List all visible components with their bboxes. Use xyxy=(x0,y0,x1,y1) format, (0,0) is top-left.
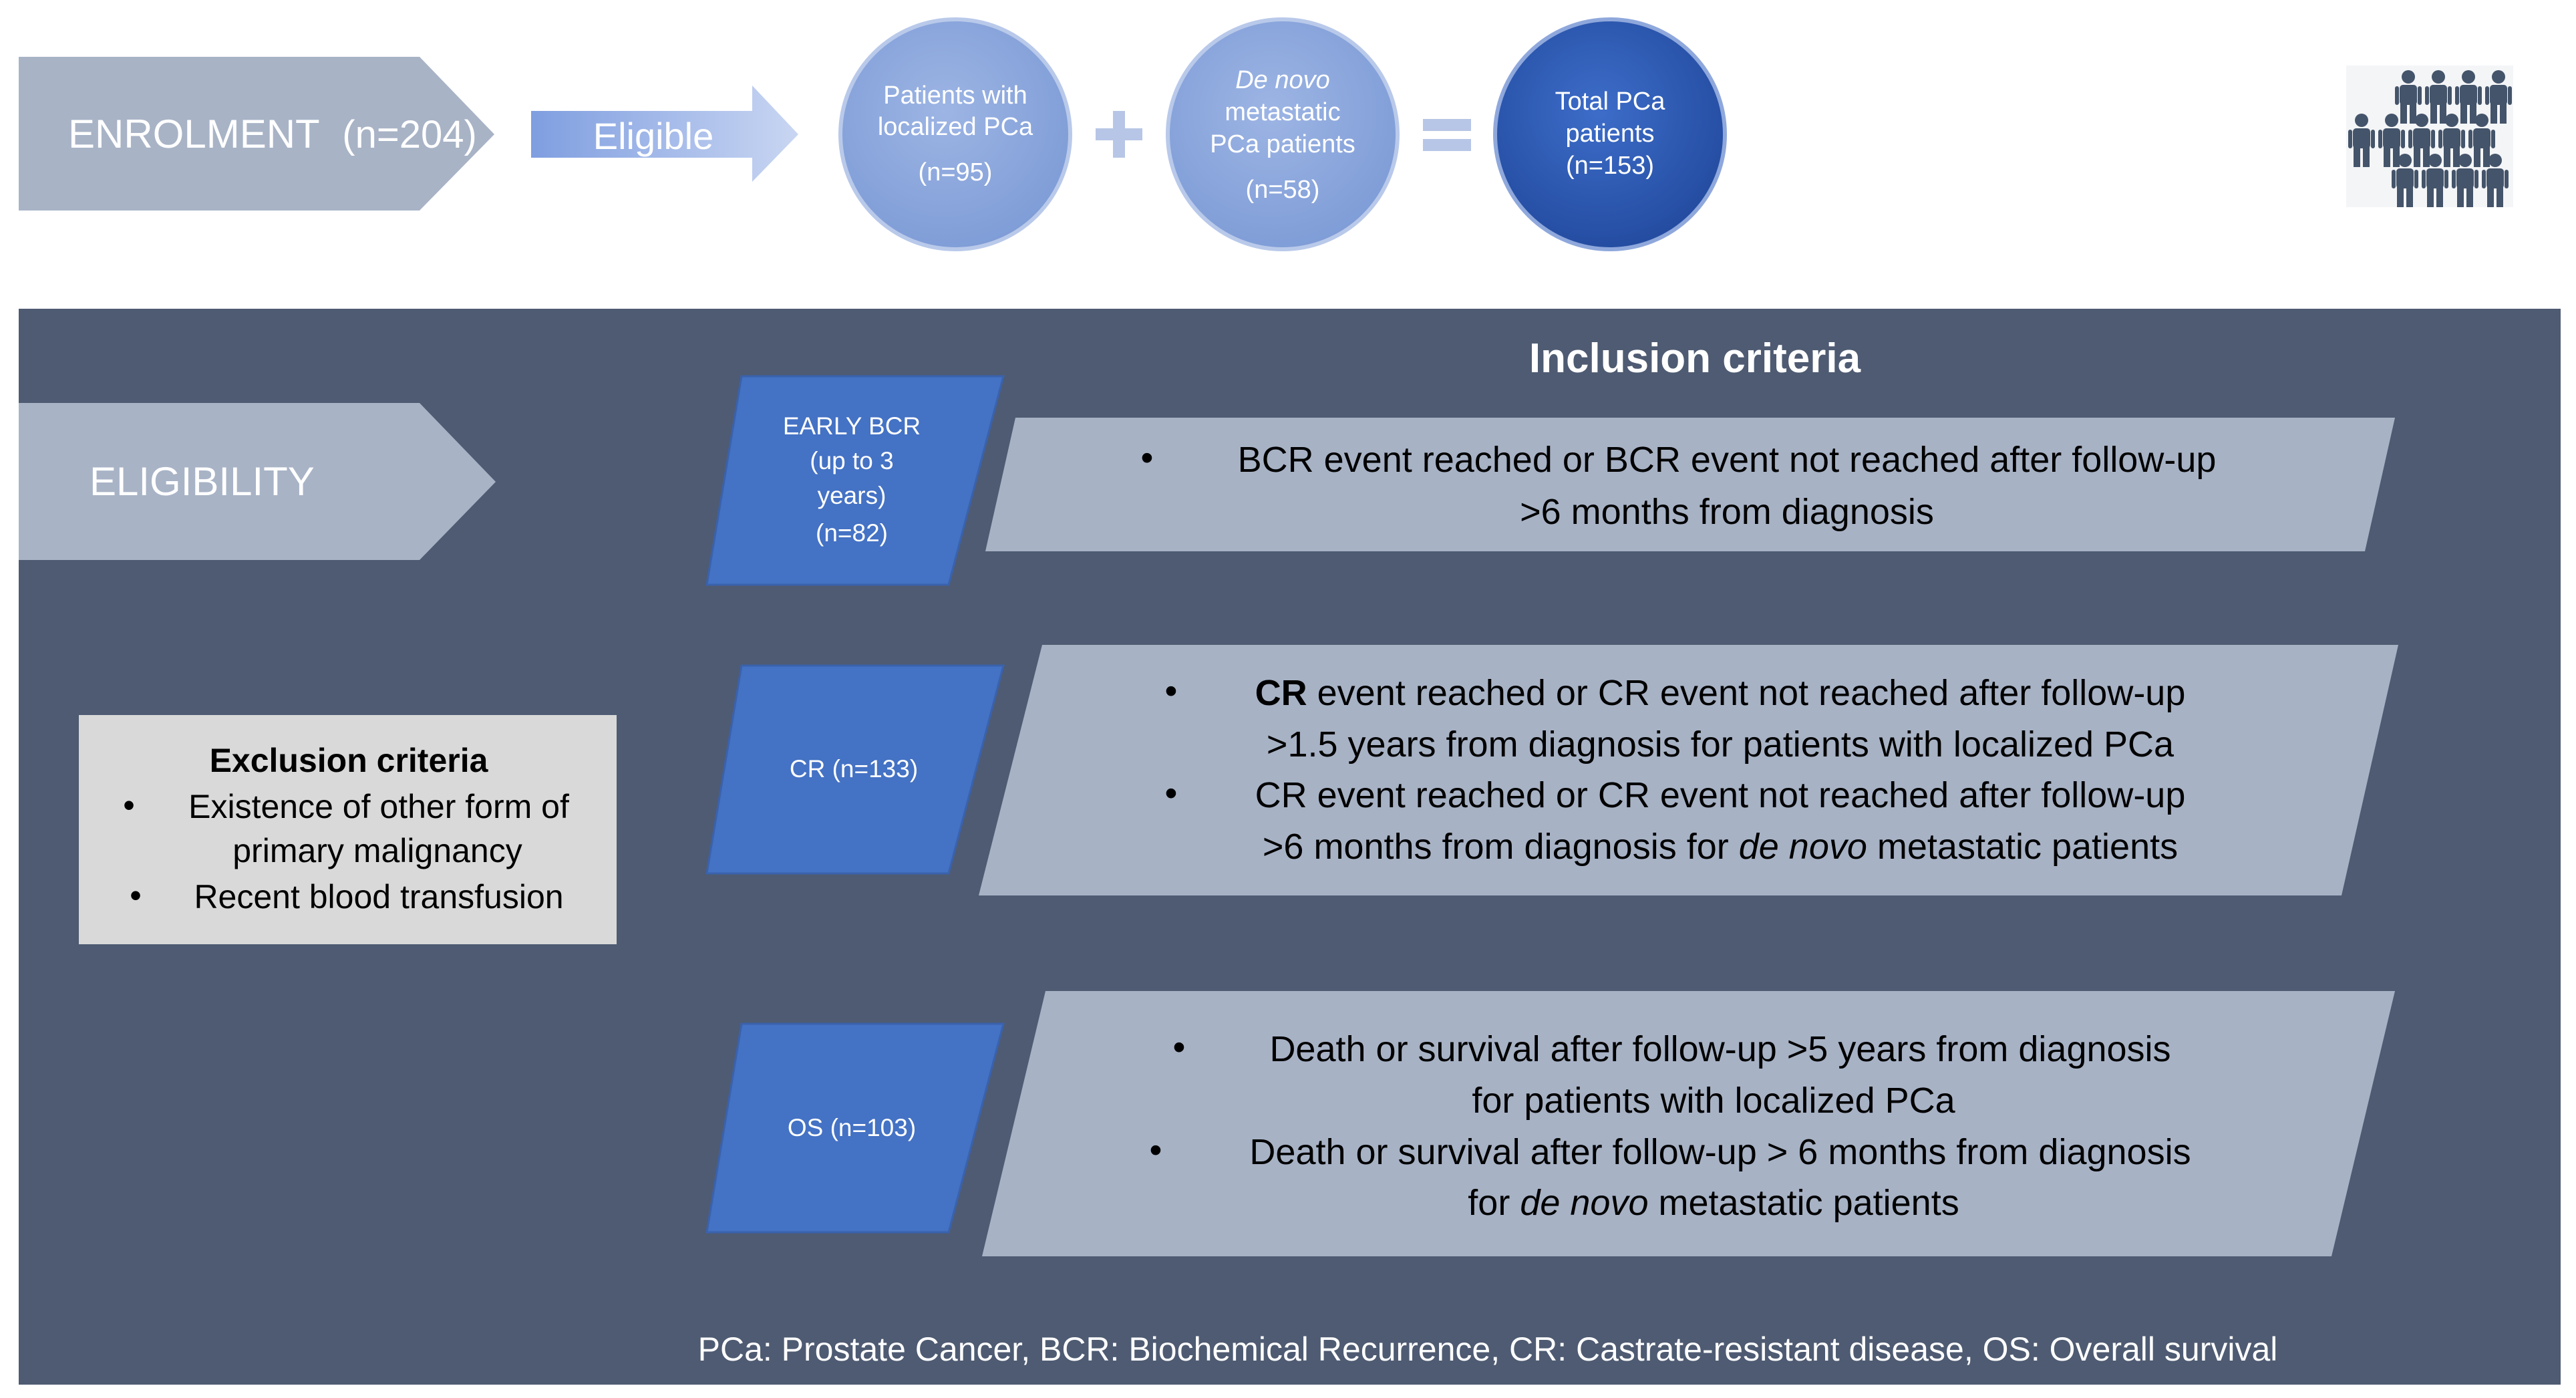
exclusion-item-line: Recent blood transfusion xyxy=(194,878,563,916)
endpoint-cr: CR (n=133) • CR event reached or CR even… xyxy=(705,645,2398,895)
early-bcr-box xyxy=(705,375,1005,586)
exclusion-item-line: primary malignancy xyxy=(232,832,522,869)
equals-sign xyxy=(1423,119,1471,151)
criteria-line: Death or survival after follow-up > 6 mo… xyxy=(1249,1132,2191,1172)
criteria-line: CR event reached or CR event not reached… xyxy=(1255,775,2186,815)
cr-criteria-box xyxy=(979,645,2398,895)
enrolment-arrow: ENROLMENT (n=204) xyxy=(19,57,494,211)
total-pca-circle: Total PCa patients (n=153) xyxy=(1493,17,1727,251)
criteria-bullet: • xyxy=(1165,773,1178,813)
localized-line2: localized PCa xyxy=(878,113,1033,141)
inclusion-criteria-title: Inclusion criteria xyxy=(1529,335,1861,382)
early-bcr-label-line: EARLY BCR xyxy=(783,412,921,440)
cr-box xyxy=(705,664,1005,875)
metastatic-line2: metastatic xyxy=(1225,98,1340,126)
enrolment-label: ENROLMENT (n=204) xyxy=(68,112,477,156)
metastatic-line1: De novo xyxy=(1235,66,1330,94)
exclusion-criteria-box: Exclusion criteria • Existence of other … xyxy=(79,715,617,944)
localized-count: (n=95) xyxy=(919,158,993,186)
os-box xyxy=(705,1022,1005,1234)
abbreviations-footnote: PCa: Prostate Cancer, BCR: Biochemical R… xyxy=(698,1331,2278,1368)
early-bcr-label-line: (n=82) xyxy=(816,519,888,547)
early-bcr-criteria-box xyxy=(985,418,2395,551)
eligible-label: Eligible xyxy=(593,115,714,157)
eligibility-arrow: ELIGIBILITY xyxy=(19,403,496,560)
metastatic-count: (n=58) xyxy=(1246,176,1320,204)
criteria-bullet: • xyxy=(1173,1027,1186,1067)
people-group-icon xyxy=(2346,65,2513,207)
eligibility-label: ELIGIBILITY xyxy=(90,459,315,504)
endpoint-early-bcr: EARLY BCR (up to 3 years) (n=82) • BCR e… xyxy=(705,375,2395,586)
metastatic-line3: PCa patients xyxy=(1210,130,1355,158)
plus-sign xyxy=(1096,111,1142,158)
total-count: (n=153) xyxy=(1566,152,1654,180)
metastatic-pca-circle: De novo metastatic PCa patients (n=58) xyxy=(1166,17,1400,251)
endpoint-os: OS (n=103) • Death or survival after fol… xyxy=(705,991,2395,1256)
criteria-line: for de novo metastatic patients xyxy=(1468,1183,1959,1223)
cr-label: CR (n=133) xyxy=(790,755,918,783)
exclusion-item-line: Existence of other form of xyxy=(188,788,569,825)
os-label: OS (n=103) xyxy=(788,1114,916,1141)
criteria-line: for patients with localized PCa xyxy=(1472,1081,1955,1121)
criteria-bullet: • xyxy=(1141,438,1154,478)
criteria-line: >1.5 years from diagnosis for patients w… xyxy=(1267,724,2175,764)
localized-line1: Patients with xyxy=(883,82,1027,110)
criteria-line: >6 months from diagnosis for de novo met… xyxy=(1263,827,2178,867)
total-line1: Total PCa xyxy=(1555,88,1666,116)
exclusion-bullet: • xyxy=(130,877,142,914)
eligible-arrow: Eligible xyxy=(531,86,798,182)
criteria-line: >6 months from diagnosis xyxy=(1520,492,1934,532)
criteria-line: CR event reached or CR event not reached… xyxy=(1255,673,2186,713)
criteria-bullet: • xyxy=(1165,671,1178,711)
criteria-bullet: • xyxy=(1150,1130,1162,1170)
early-bcr-label-line: (up to 3 xyxy=(810,447,893,474)
exclusion-title: Exclusion criteria xyxy=(210,742,489,779)
exclusion-bullet: • xyxy=(123,787,135,824)
criteria-line: BCR event reached or BCR event not reach… xyxy=(1238,440,2217,480)
localized-pca-circle: Patients with localized PCa (n=95) xyxy=(838,17,1072,251)
total-line2: patients xyxy=(1565,120,1654,148)
early-bcr-label-line: years) xyxy=(818,482,887,509)
os-criteria-box xyxy=(982,991,2395,1256)
criteria-line: Death or survival after follow-up >5 yea… xyxy=(1269,1029,2170,1069)
